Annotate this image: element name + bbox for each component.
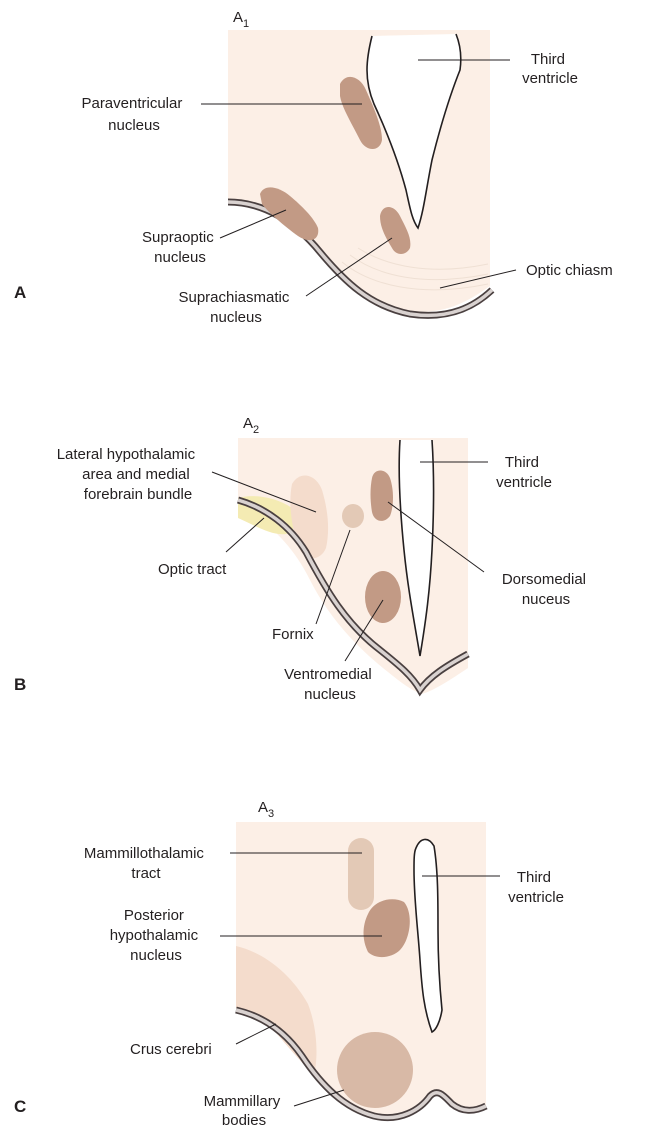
panel-b: A2 Lateral hypothalamic area and medial … xyxy=(14,415,590,703)
label-supraoptic-nucleus: Supraoptic nucleus xyxy=(142,229,218,266)
panel-c: A3 Mammillothalamic tract Third ventricl… xyxy=(14,799,564,1128)
label-suprachiasmatic-nucleus: Suprachiasmatic nucleus xyxy=(178,289,293,326)
label-posterior-hypothalamic: Posterior hypothalamic nucleus xyxy=(110,907,203,964)
label-dorsomedial: Dorsomedial nuceus xyxy=(502,571,590,608)
label-lateral-hypothalamic: Lateral hypothalamic area and medial for… xyxy=(57,446,200,503)
label-optic-chiasm: Optic chiasm xyxy=(526,262,613,279)
ventromedial-nucleus xyxy=(365,571,401,623)
leader-optic-tract xyxy=(226,518,264,552)
section-label-a3: A3 xyxy=(258,799,274,820)
mammillary-bodies xyxy=(337,1032,413,1108)
section-label-a1: A1 xyxy=(233,9,249,30)
fornix xyxy=(342,504,364,528)
label-ventromedial: Ventromedial nucleus xyxy=(284,666,376,703)
panel-letter-c: C xyxy=(14,1097,26,1116)
leader-crus-cerebri xyxy=(236,1024,276,1044)
dorsomedial-nucleus xyxy=(371,471,394,521)
label-paraventricular-nucleus: Paraventricular nucleus xyxy=(81,95,186,134)
panel-letter-a: A xyxy=(14,283,26,302)
panel-a: A1 Third ventricle Paraventricular nucle… xyxy=(14,9,613,326)
label-optic-tract: Optic tract xyxy=(158,561,227,578)
label-third-ventricle-c: Third ventricle xyxy=(508,869,564,906)
section-label-a2: A2 xyxy=(243,415,259,436)
label-crus-cerebri: Crus cerebri xyxy=(130,1041,212,1058)
mammillothalamic-tract xyxy=(348,838,374,910)
label-third-ventricle-a: Third ventricle xyxy=(522,51,578,87)
label-mammillary-bodies: Mammillary bodies xyxy=(204,1093,285,1128)
label-third-ventricle-b: Third ventricle xyxy=(496,454,552,491)
label-fornix: Fornix xyxy=(272,626,314,643)
label-mammillothalamic: Mammillothalamic tract xyxy=(84,845,208,882)
leader-supraoptic xyxy=(220,210,286,238)
panel-letter-b: B xyxy=(14,675,26,694)
